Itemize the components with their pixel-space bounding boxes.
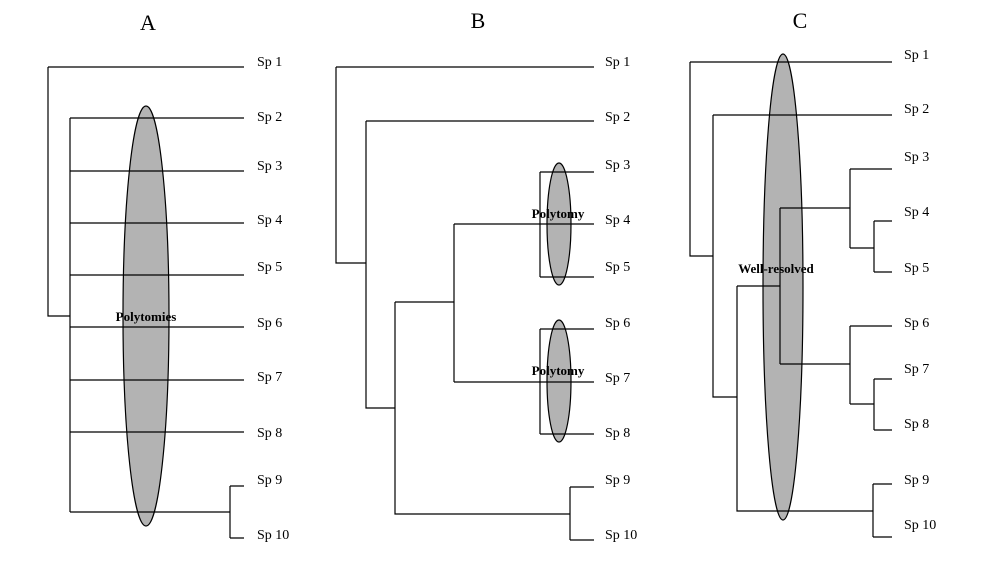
polytomy-label: Polytomy	[532, 363, 585, 378]
well-resolved-ellipse	[762, 53, 804, 521]
inner-branch	[394, 301, 570, 515]
polytomy-branches	[539, 171, 594, 278]
tip-label: Sp 2	[257, 110, 282, 125]
tip-label: Sp 9	[605, 473, 630, 488]
root-branch	[689, 61, 892, 257]
tip-label: Sp 8	[605, 426, 630, 441]
tip-label: Sp 10	[904, 518, 936, 533]
tip-label: Sp 3	[605, 158, 630, 173]
sister-pair-branch	[872, 483, 892, 538]
tip-label: Sp 8	[904, 417, 929, 432]
well-resolved-label: Well-resolved	[738, 261, 814, 276]
polytomy-ellipse	[122, 105, 170, 527]
tip-label: Sp 3	[904, 150, 929, 165]
inner-branch	[365, 120, 594, 409]
inner-branch	[453, 223, 540, 383]
tip-label: Sp 5	[904, 261, 929, 276]
panel-c-letter: C	[793, 8, 808, 33]
tip-label: Sp 7	[257, 370, 282, 385]
polytomy-branches	[70, 117, 244, 513]
tip-label: Sp 6	[257, 316, 282, 331]
tip-label: Sp 2	[605, 110, 630, 125]
tip-label: Sp 8	[257, 426, 282, 441]
tip-label: Sp 7	[904, 362, 929, 377]
polytomy-branches	[539, 328, 594, 435]
tip-label: Sp 6	[904, 316, 929, 331]
sister-pair-branch	[873, 220, 892, 273]
polytomy-ellipse	[546, 319, 572, 443]
tip-label: Sp 9	[257, 473, 282, 488]
tip-label: Sp 4	[605, 213, 630, 228]
tip-label: Sp 10	[257, 528, 289, 543]
panel-c: C Well-resolved Sp 1 Sp 2 Sp 3 Sp 4 Sp 5…	[689, 8, 936, 538]
panel-a: A Polytomies Sp 1 Sp 2 Sp 3 Sp 4 Sp 5 Sp…	[47, 10, 289, 543]
root-branch	[47, 66, 244, 317]
tip-label: Sp 1	[605, 55, 630, 70]
panel-b-letter: B	[471, 8, 486, 33]
inner-branch	[849, 168, 892, 249]
root-branch	[335, 66, 594, 264]
inner-branch	[712, 114, 892, 398]
polytomy-label: Polytomy	[532, 206, 585, 221]
panel-b: B Polytomy Polytomy Sp 1 Sp 2 Sp 3 Sp 4 …	[335, 8, 637, 543]
tip-label: Sp 2	[904, 102, 929, 117]
tip-label: Sp 7	[605, 371, 630, 386]
tip-label: Sp 9	[904, 473, 929, 488]
inner-branch	[779, 207, 850, 365]
tip-label: Sp 1	[904, 48, 929, 63]
inner-branch	[849, 325, 892, 405]
tip-label: Sp 5	[605, 260, 630, 275]
tip-label: Sp 6	[605, 316, 630, 331]
sister-pair-branch	[229, 485, 244, 539]
tip-label: Sp 3	[257, 159, 282, 174]
tip-label: Sp 4	[257, 213, 282, 228]
tip-label: Sp 1	[257, 55, 282, 70]
tip-label: Sp 5	[257, 260, 282, 275]
sister-pair-branch	[873, 378, 892, 431]
tip-label: Sp 10	[605, 528, 637, 543]
sister-pair-branch	[569, 486, 594, 541]
polytomies-label: Polytomies	[116, 309, 177, 324]
tip-label: Sp 4	[904, 205, 929, 220]
inner-branch	[736, 285, 873, 512]
panel-a-letter: A	[140, 10, 156, 35]
